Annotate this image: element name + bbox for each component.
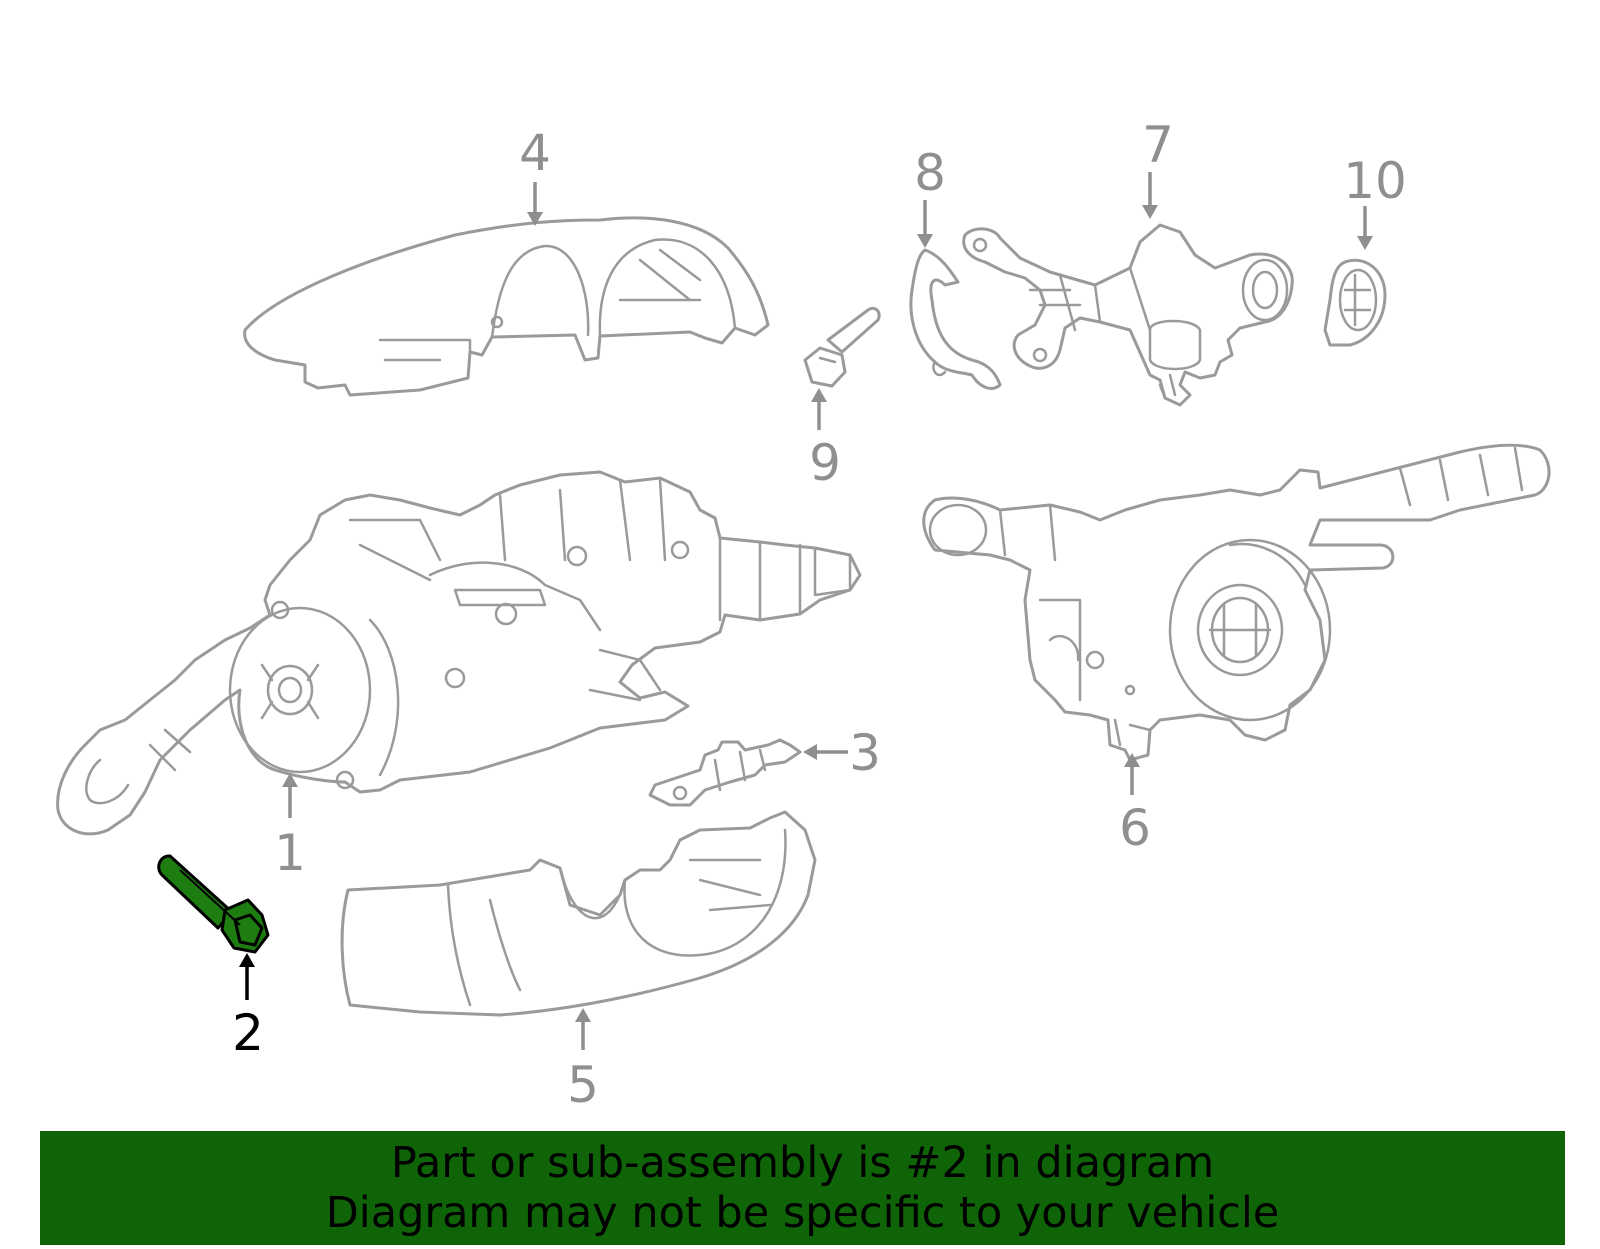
part-4-upper-shroud[interactable] — [243, 216, 770, 397]
callout-1: 1 — [274, 824, 306, 882]
part-7-ignition-housing[interactable] — [962, 223, 1294, 407]
info-banner: Part or sub-assembly is #2 in diagram Di… — [40, 1131, 1565, 1245]
part-10-ring[interactable] — [1323, 258, 1387, 347]
part-8-bracket[interactable] — [909, 248, 1002, 390]
part-6-multifunction-switch[interactable] — [922, 443, 1551, 762]
callout-4: 4 — [519, 124, 551, 182]
callout-6: 6 — [1119, 799, 1151, 857]
callout-7: 7 — [1142, 116, 1174, 174]
banner-line-2: Diagram may not be specific to your vehi… — [325, 1188, 1280, 1238]
callout-8: 8 — [914, 144, 946, 202]
callout-10: 10 — [1343, 152, 1407, 210]
part-1-steering-column[interactable] — [56, 470, 862, 836]
callout-2: 2 — [232, 1004, 264, 1062]
part-2-bolt-highlighted[interactable] — [157, 854, 270, 954]
part-9-bolt[interactable] — [803, 306, 881, 388]
part-3-bracket[interactable] — [648, 738, 802, 807]
callout-9: 9 — [809, 434, 841, 492]
callout-5: 5 — [567, 1056, 599, 1114]
part-5-lower-shroud[interactable] — [340, 810, 817, 1017]
callout-arrows — [239, 172, 1373, 1050]
banner-line-1: Part or sub-assembly is #2 in diagram — [390, 1138, 1215, 1188]
callout-3: 3 — [849, 724, 881, 782]
